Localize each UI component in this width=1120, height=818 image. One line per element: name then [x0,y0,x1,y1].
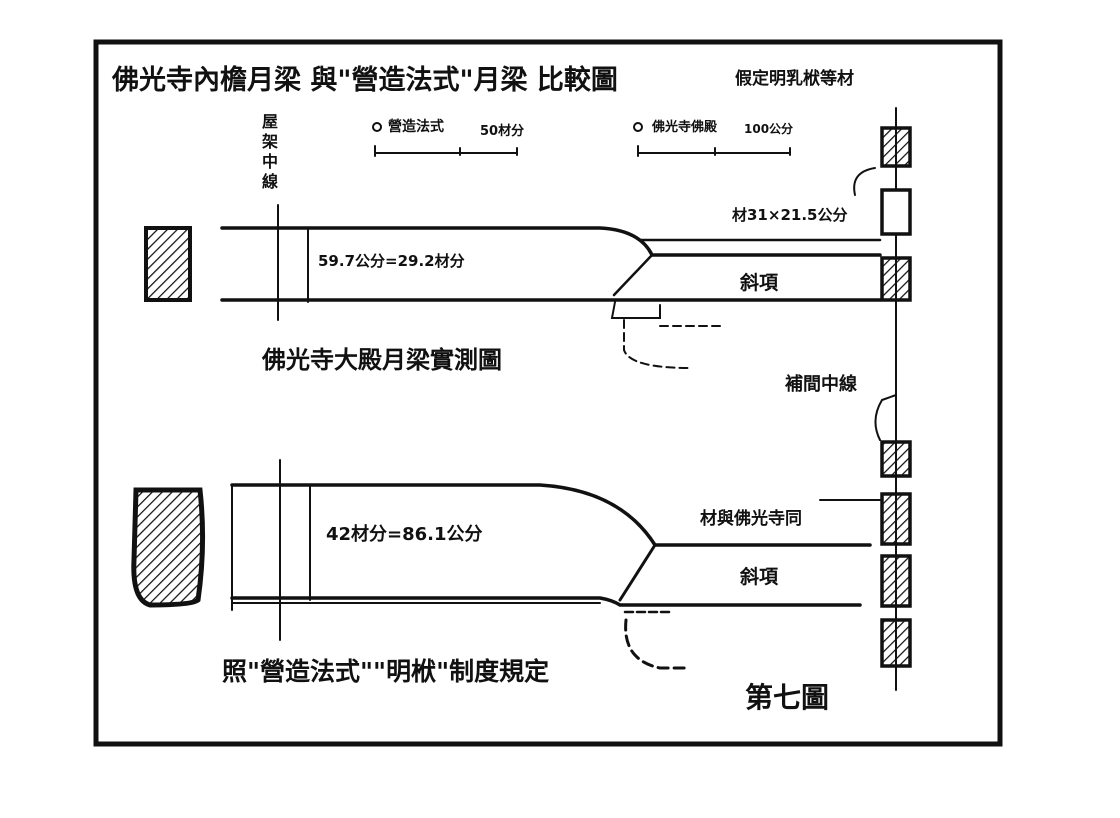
bottom-section-hatched [131,487,206,608]
scale-bar-1-value: 50材分 [480,124,525,139]
roof-centerline-label: 屋架中線 [262,112,279,191]
scale-bar-2-label: 佛光寺佛殿 [652,120,718,135]
figure-title: 佛光寺內檐月梁 與"營造法式"月梁 比較圖 [112,65,618,96]
top-neck-label: 斜項 [740,272,779,294]
scale-bar-2-value: 100公分 [744,122,794,136]
scale-bar-1 [372,122,518,157]
top-height-label: 59.7公分=29.2材分 [318,252,465,270]
bottom-material-label: 材與佛光寺同 [700,509,802,529]
title-note: 假定明乳栿等材 [735,69,854,89]
bottom-caption: 照"營造法式""明栿"制度規定 [222,657,550,686]
top-section-hatched [144,226,192,302]
bottom-height-label: 42材分=86.1公分 [326,524,483,545]
top-caption: 佛光寺大殿月梁實測圖 [262,346,502,374]
column-centerline-label: 補間中線 [785,374,857,395]
scale-bar-1-label: 營造法式 [388,119,444,135]
column-blocks [880,126,912,668]
bottom-beam-outline [230,459,881,670]
bottom-neck-label: 斜項 [740,566,779,588]
scale-bar-2 [633,122,791,157]
frame-border [93,39,1003,747]
top-material-label: 材31×21.5公分 [732,206,848,224]
top-beam-outline [220,226,882,369]
figure-number: 第七圖 [745,681,830,714]
